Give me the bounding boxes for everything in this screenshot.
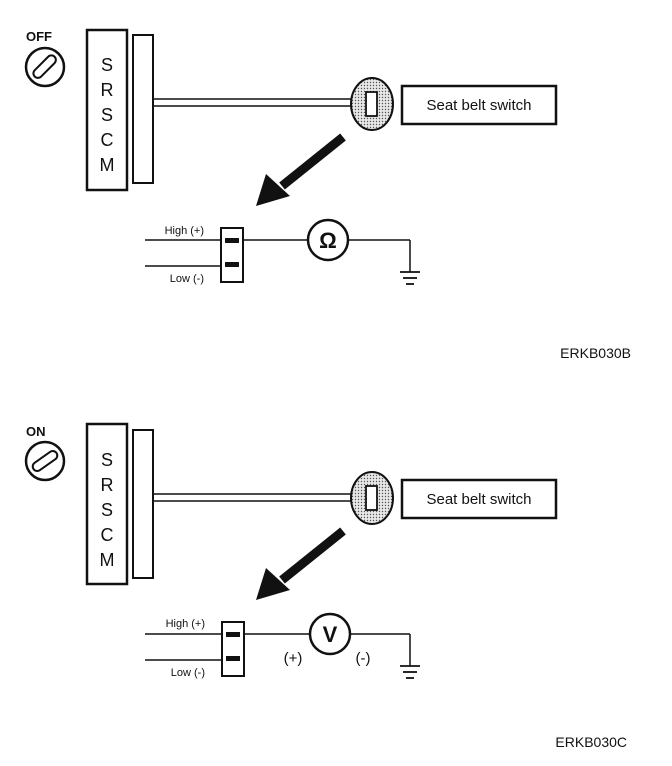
high-label: High (+) xyxy=(165,225,204,237)
low-label: Low (-) xyxy=(170,273,204,285)
ignition-label: ON xyxy=(26,424,46,439)
ohmmeter-icon: Ω xyxy=(306,218,350,262)
switch-label: Seat belt switch xyxy=(426,97,531,114)
probe-wires xyxy=(145,633,222,661)
test-connector xyxy=(221,621,245,677)
voltmeter-icon: V xyxy=(308,612,352,656)
module-letter: C xyxy=(101,525,114,545)
wire-harness xyxy=(153,98,360,107)
figure-code: ERKB030B xyxy=(560,345,631,361)
high-label: High (+) xyxy=(166,618,205,630)
meter-wires xyxy=(244,633,411,666)
module-letter: R xyxy=(101,80,114,100)
switch-label-box xyxy=(400,84,558,126)
seat-belt-switch-connector xyxy=(350,471,394,525)
ground-icon xyxy=(400,665,420,679)
figure-code: ERKB030C xyxy=(555,734,627,750)
switch-label: Seat belt switch xyxy=(426,491,531,508)
switch-label-box xyxy=(400,478,558,520)
module-letter: S xyxy=(101,500,113,520)
srscm-letters: S R S C M xyxy=(100,450,115,570)
seat-belt-switch-connector xyxy=(350,77,394,131)
ignition-key-icon xyxy=(24,440,66,482)
module-letter: R xyxy=(101,475,114,495)
meter-wires xyxy=(243,239,411,272)
module-letter: M xyxy=(100,155,115,175)
srscm-connector xyxy=(132,34,154,184)
module-letter: S xyxy=(101,105,113,125)
ground-icon xyxy=(400,271,420,285)
minus-label: (-) xyxy=(356,650,371,667)
meter-symbol: Ω xyxy=(319,228,337,253)
wire-harness xyxy=(153,493,360,502)
module-letter: S xyxy=(101,55,113,75)
arrow-icon xyxy=(256,527,346,600)
test-connector xyxy=(220,227,244,283)
srscm-letters: S R S C M xyxy=(100,55,115,175)
module-letter: M xyxy=(100,550,115,570)
arrow-icon xyxy=(256,133,346,206)
module-letter: C xyxy=(101,130,114,150)
ignition-key-icon xyxy=(24,46,66,88)
panel-on: ON S R S C M Seat belt switch xyxy=(24,422,627,750)
probe-wires xyxy=(145,239,221,267)
panel-off: OFF S R S C M Seat belt switch xyxy=(24,28,631,361)
plus-label: (+) xyxy=(284,650,303,667)
srscm-module xyxy=(85,422,129,586)
srscm-module xyxy=(85,28,129,192)
low-label: Low (-) xyxy=(171,667,205,679)
module-letter: S xyxy=(101,450,113,470)
meter-symbol: V xyxy=(323,622,338,647)
srscm-connector xyxy=(132,429,154,579)
ignition-label: OFF xyxy=(26,29,52,44)
